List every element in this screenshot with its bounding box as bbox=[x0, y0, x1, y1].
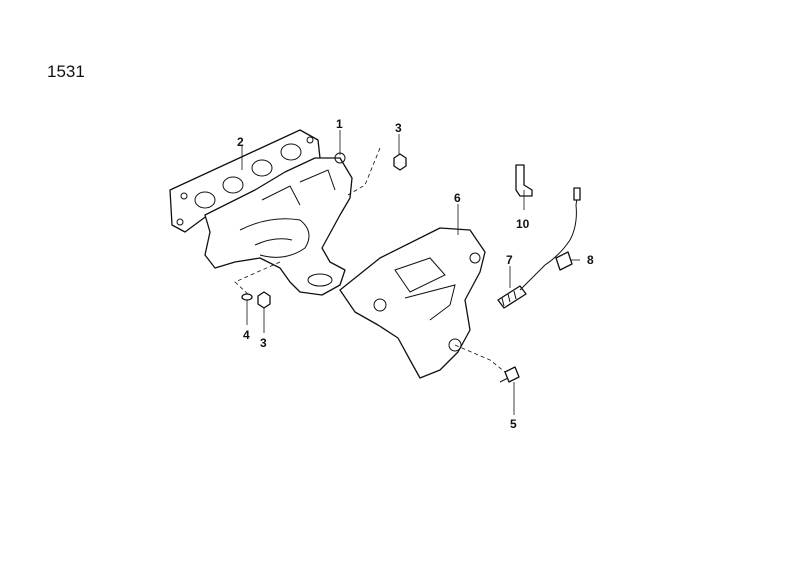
callout-4: 4 bbox=[243, 328, 250, 342]
callout-8: 8 bbox=[587, 253, 594, 267]
callout-5: 5 bbox=[510, 417, 517, 431]
callout-10: 10 bbox=[516, 217, 530, 231]
nut-top bbox=[393, 153, 407, 171]
oxygen-sensor bbox=[497, 285, 527, 309]
callout-6: 6 bbox=[454, 191, 461, 205]
sensor-cable bbox=[519, 187, 581, 291]
bolt bbox=[499, 366, 520, 383]
callout-7: 7 bbox=[506, 253, 513, 267]
callout-2: 2 bbox=[237, 135, 244, 149]
nut-bottom bbox=[257, 291, 271, 309]
callout-3-top: 3 bbox=[395, 121, 402, 135]
exhaust-manifold bbox=[204, 152, 353, 296]
washer bbox=[241, 293, 253, 301]
bracket bbox=[515, 164, 533, 197]
callout-1: 1 bbox=[336, 117, 343, 131]
heat-shield bbox=[339, 227, 486, 379]
figure-number: 1531 bbox=[47, 62, 85, 81]
callout-3-bottom: 3 bbox=[260, 336, 267, 350]
